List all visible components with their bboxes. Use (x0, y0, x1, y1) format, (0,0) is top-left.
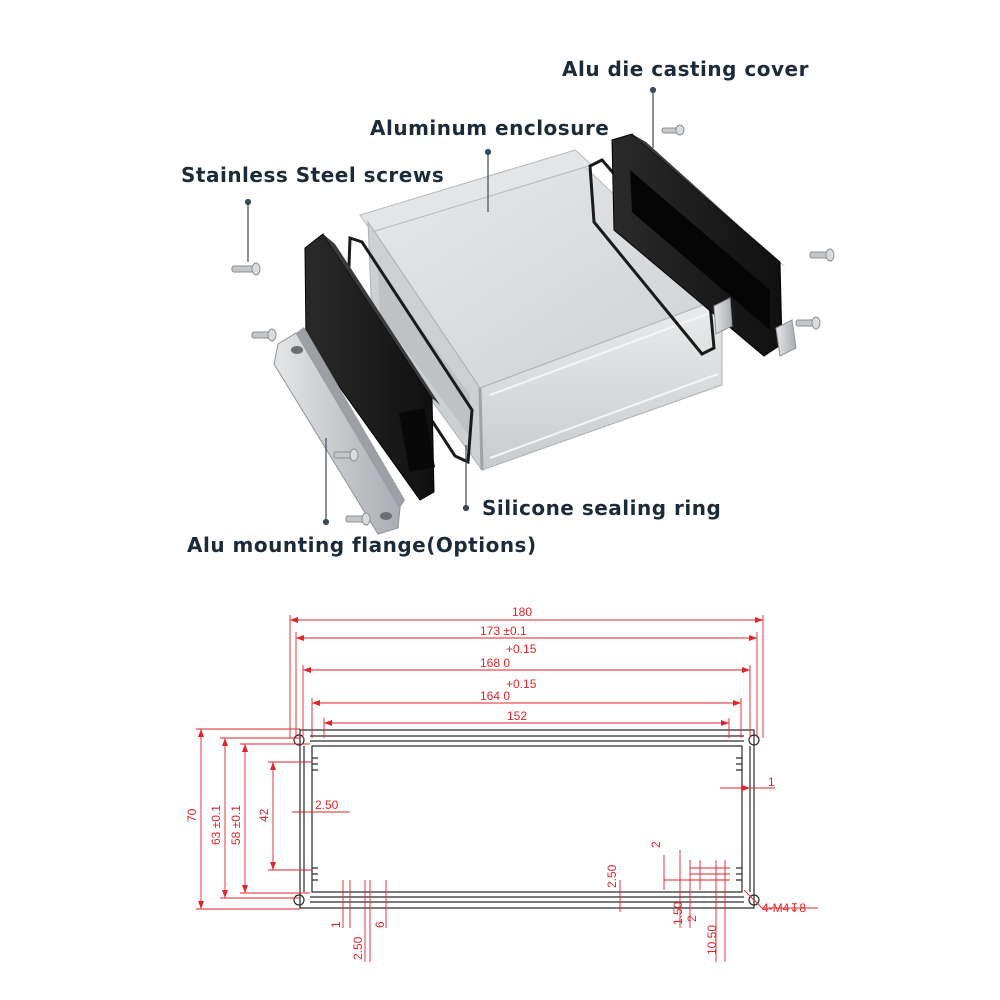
label-alu-mounting-flange: Alu mounting flange(Options) (187, 533, 537, 557)
screw-icon (231, 262, 261, 276)
dim-70: 70 (185, 808, 199, 822)
dim-bottom-6: 6 (373, 921, 387, 928)
profile-outline (293, 729, 760, 909)
label-stainless-steel-screws: Stainless Steel screws (181, 163, 445, 187)
dim-bottom-2-50: 2.50 (351, 936, 365, 960)
left-die-casting-cover (304, 233, 440, 501)
dimension-labels: 180 173 ±0.1 +0.15 168 0 +0.15 164 0 152… (185, 605, 806, 960)
silicone-sealing-ring-right (588, 158, 716, 356)
screw-icon (795, 316, 821, 330)
dim-58: 58 ±0.1 (229, 805, 243, 845)
dim-63: 63 ±0.1 (209, 805, 223, 845)
dimension-lines (196, 615, 818, 962)
dim-42: 42 (257, 808, 271, 822)
label-silicone-sealing-ring: Silicone sealing ring (482, 496, 722, 520)
dim-164-tol: +0.15 (506, 677, 537, 691)
dimension-arrows (198, 617, 763, 909)
screw-icon (661, 124, 685, 136)
dim-right-2-lower: 2 (685, 915, 699, 922)
right-mounting-flange (713, 297, 797, 357)
label-aluminum-enclosure: Aluminum enclosure (370, 116, 610, 140)
screw-icon (809, 248, 835, 262)
dim-right-2-top: 2 (649, 841, 663, 848)
screw-icon (251, 328, 277, 342)
dim-bottom-1: 1 (329, 921, 343, 928)
dim-hole-callout: 4-M4↧8 (762, 901, 806, 915)
dim-mid-2-50: 2.50 (605, 864, 619, 888)
callout-leaders (244, 86, 657, 526)
exploded-view (231, 86, 835, 535)
label-alu-die-casting-cover: Alu die casting cover (562, 57, 809, 81)
dim-180: 180 (512, 605, 532, 619)
dim-164: 164 0 (480, 689, 510, 703)
screw-icon (345, 512, 371, 526)
dim-right-10-50: 10.50 (705, 925, 719, 955)
screw-icon (333, 448, 359, 462)
dim-2-50-left: 2.50 (315, 798, 339, 812)
dim-1-right: 1 (768, 775, 775, 789)
dim-168: 168 0 (480, 656, 510, 670)
dim-173: 173 ±0.1 (480, 624, 527, 638)
dim-152: 152 (507, 709, 527, 723)
dim-168-tol: +0.15 (506, 642, 537, 656)
left-mounting-flange (273, 327, 405, 535)
dim-right-1-50: 1.50 (671, 901, 685, 925)
